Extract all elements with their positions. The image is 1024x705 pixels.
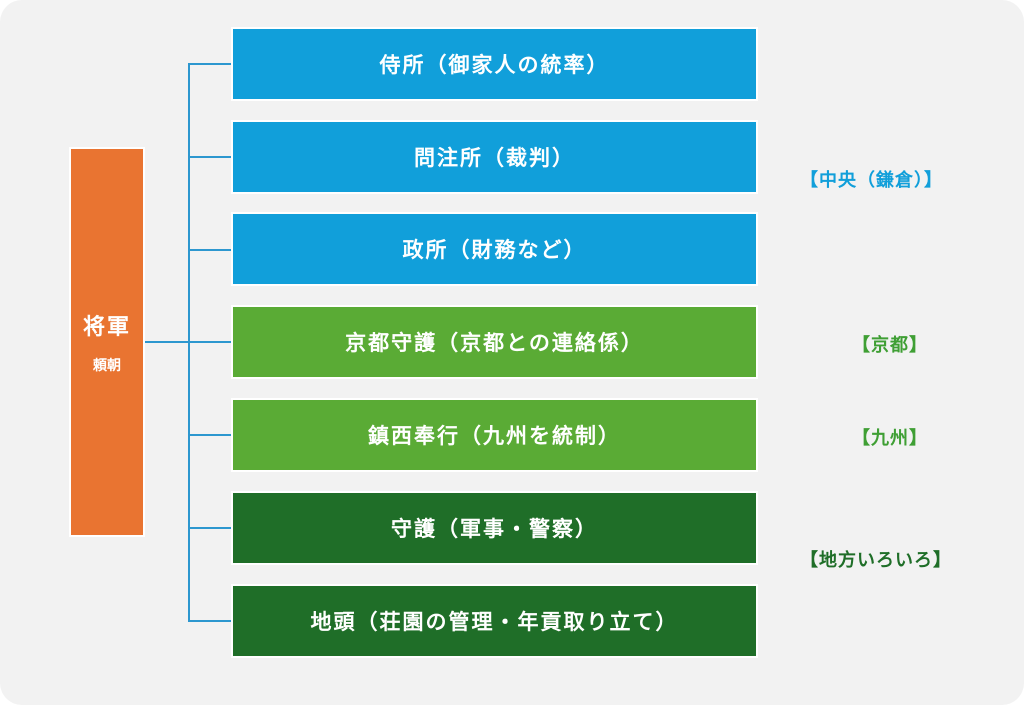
connector-horizontal-shogun: [145, 341, 189, 343]
connector-branch-6: [188, 527, 231, 529]
connector-branch-5: [188, 434, 231, 436]
region-label-kyoto: 【京都】: [852, 335, 928, 356]
office-monchujo: 問注所（裁判）: [231, 120, 758, 194]
region-label-kyushu: 【九州】: [852, 428, 928, 449]
region-label-central: 【中央（鎌倉）】: [800, 170, 943, 191]
connector-branch-1: [188, 63, 231, 65]
office-mandokoro: 政所（財務など）: [231, 212, 758, 286]
office-kyoto-shugo: 京都守護（京都との連絡係）: [231, 305, 758, 379]
shogun-box: 将軍 頼朝: [69, 147, 145, 537]
office-shugo: 守護（軍事・警察）: [231, 491, 758, 565]
office-chinzei-bugyo: 鎮西奉行（九州を統制）: [231, 398, 758, 472]
connector-branch-3: [188, 249, 231, 251]
shogun-name: 頼朝: [93, 358, 121, 374]
office-samuraidokoro: 侍所（御家人の統率）: [231, 27, 758, 101]
connector-branch-4: [188, 341, 231, 343]
connector-branch-2: [188, 156, 231, 158]
region-label-local: 【地方いろいろ】: [800, 550, 952, 571]
office-jito: 地頭（荘園の管理・年貢取り立て）: [231, 584, 758, 658]
shogun-title: 将軍: [82, 315, 131, 340]
connector-branch-7: [188, 620, 231, 622]
